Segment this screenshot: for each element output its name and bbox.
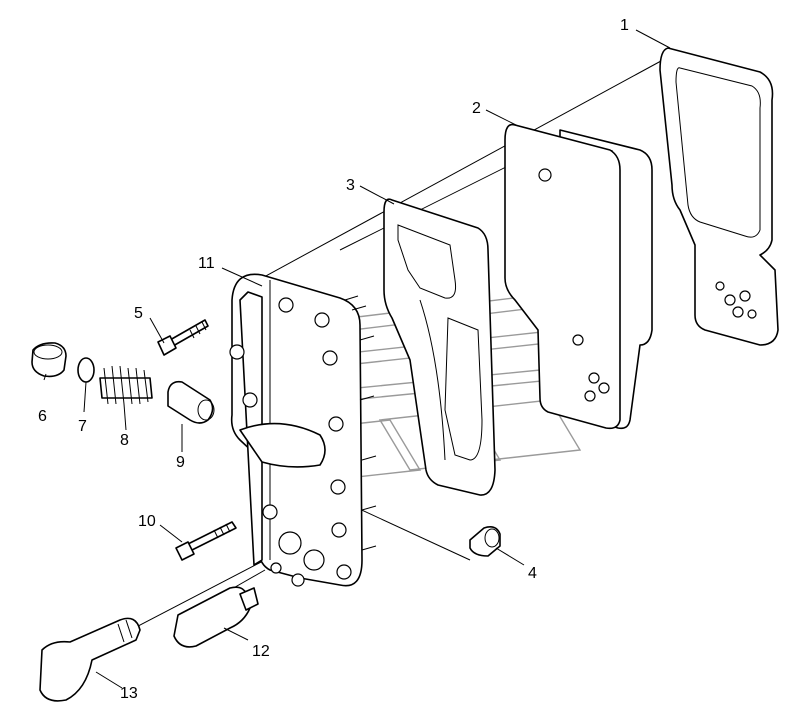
part-4-fitting	[469, 526, 501, 557]
callout-7: 7	[78, 418, 87, 435]
callout-labels: 1 2 3 4 5 6 7 8 9 10 11 12 13	[38, 17, 629, 702]
callout-11: 11	[198, 255, 215, 272]
callout-6: 6	[38, 408, 47, 425]
part-13-hose-fitting	[39, 617, 141, 702]
callout-13: 13	[120, 685, 138, 702]
callout-12: 12	[252, 643, 270, 660]
part-3-gasket	[383, 198, 496, 496]
part-12-sensor	[173, 586, 259, 648]
callout-5: 5	[134, 305, 143, 322]
callout-1: 1	[620, 17, 629, 34]
part-10-bolt	[175, 521, 237, 561]
callout-10: 10	[138, 513, 156, 530]
part-7-o-ring	[77, 357, 95, 383]
part-5-bolt	[157, 319, 209, 356]
part-9-piston	[167, 380, 215, 424]
leader-lines	[43, 29, 671, 689]
part-1-gasket	[659, 47, 779, 346]
callout-9: 9	[176, 454, 185, 471]
callout-2: 2	[472, 100, 481, 117]
part-8-spring	[99, 365, 153, 405]
part-2-cooler-core	[504, 123, 653, 430]
part-11-cover-housing	[229, 273, 377, 587]
callout-3: 3	[346, 177, 355, 194]
callout-4: 4	[528, 565, 537, 582]
part-6-plug	[31, 342, 67, 378]
callout-8: 8	[120, 432, 129, 449]
